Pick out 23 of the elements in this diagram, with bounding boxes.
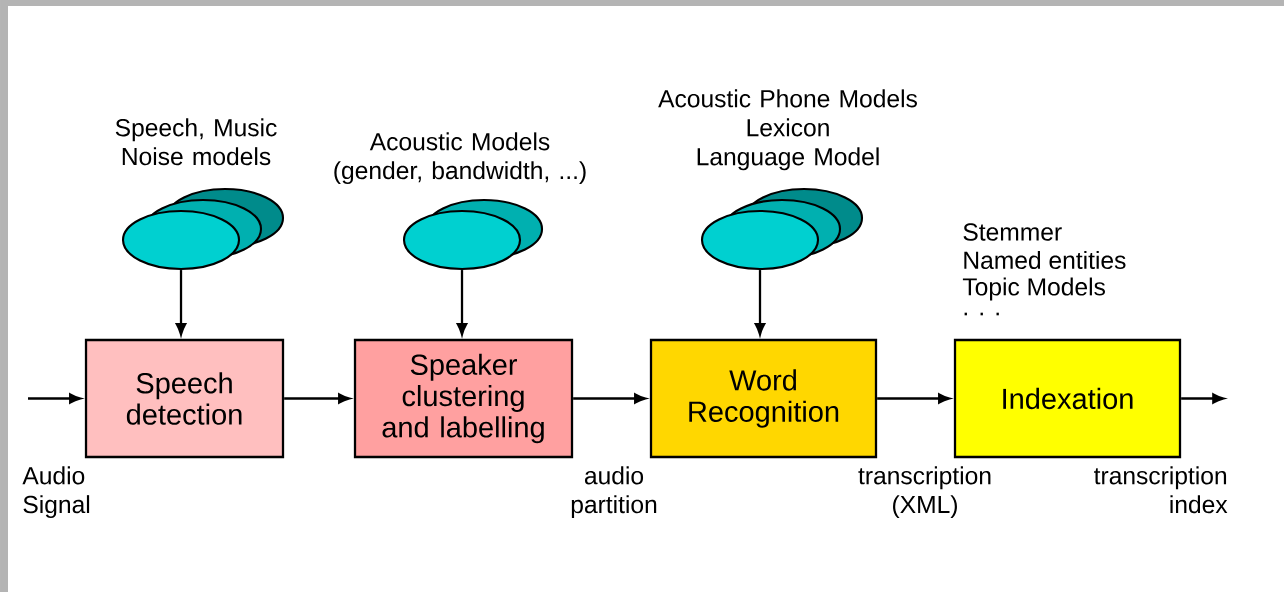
edge-label: transcription (XML) [858,466,991,519]
process-box: Word Recognition [649,338,878,459]
process-box: Indexation [953,338,1182,459]
edge-label: Audio Signal [22,466,90,519]
ellipse-stack [402,198,544,271]
arrow [175,270,187,336]
process-box: Speech detection [84,338,285,459]
arrow [456,270,468,336]
edge-label: audio partition [571,466,657,519]
model-caption: Language Model [697,147,879,171]
note-text: . . . [964,312,999,316]
model-caption: Acoustic Phone Models [658,89,917,108]
model-caption: Speech, Music Noise models [115,118,277,166]
edge-label: transcription index [1094,466,1228,514]
ellipse-stack [121,187,285,271]
ellipse-stack [700,187,864,271]
process-box: Speaker clustering and labelling [353,338,574,459]
note-text: Named entities [964,250,1126,270]
note-text: Topic Models [962,277,1105,301]
model-caption: Lexicon [747,118,829,137]
note-text: Stemmer [963,223,1062,241]
arrow [754,270,766,336]
model-caption: Acoustic Models (gender, bandwidth, ...) [334,132,586,185]
